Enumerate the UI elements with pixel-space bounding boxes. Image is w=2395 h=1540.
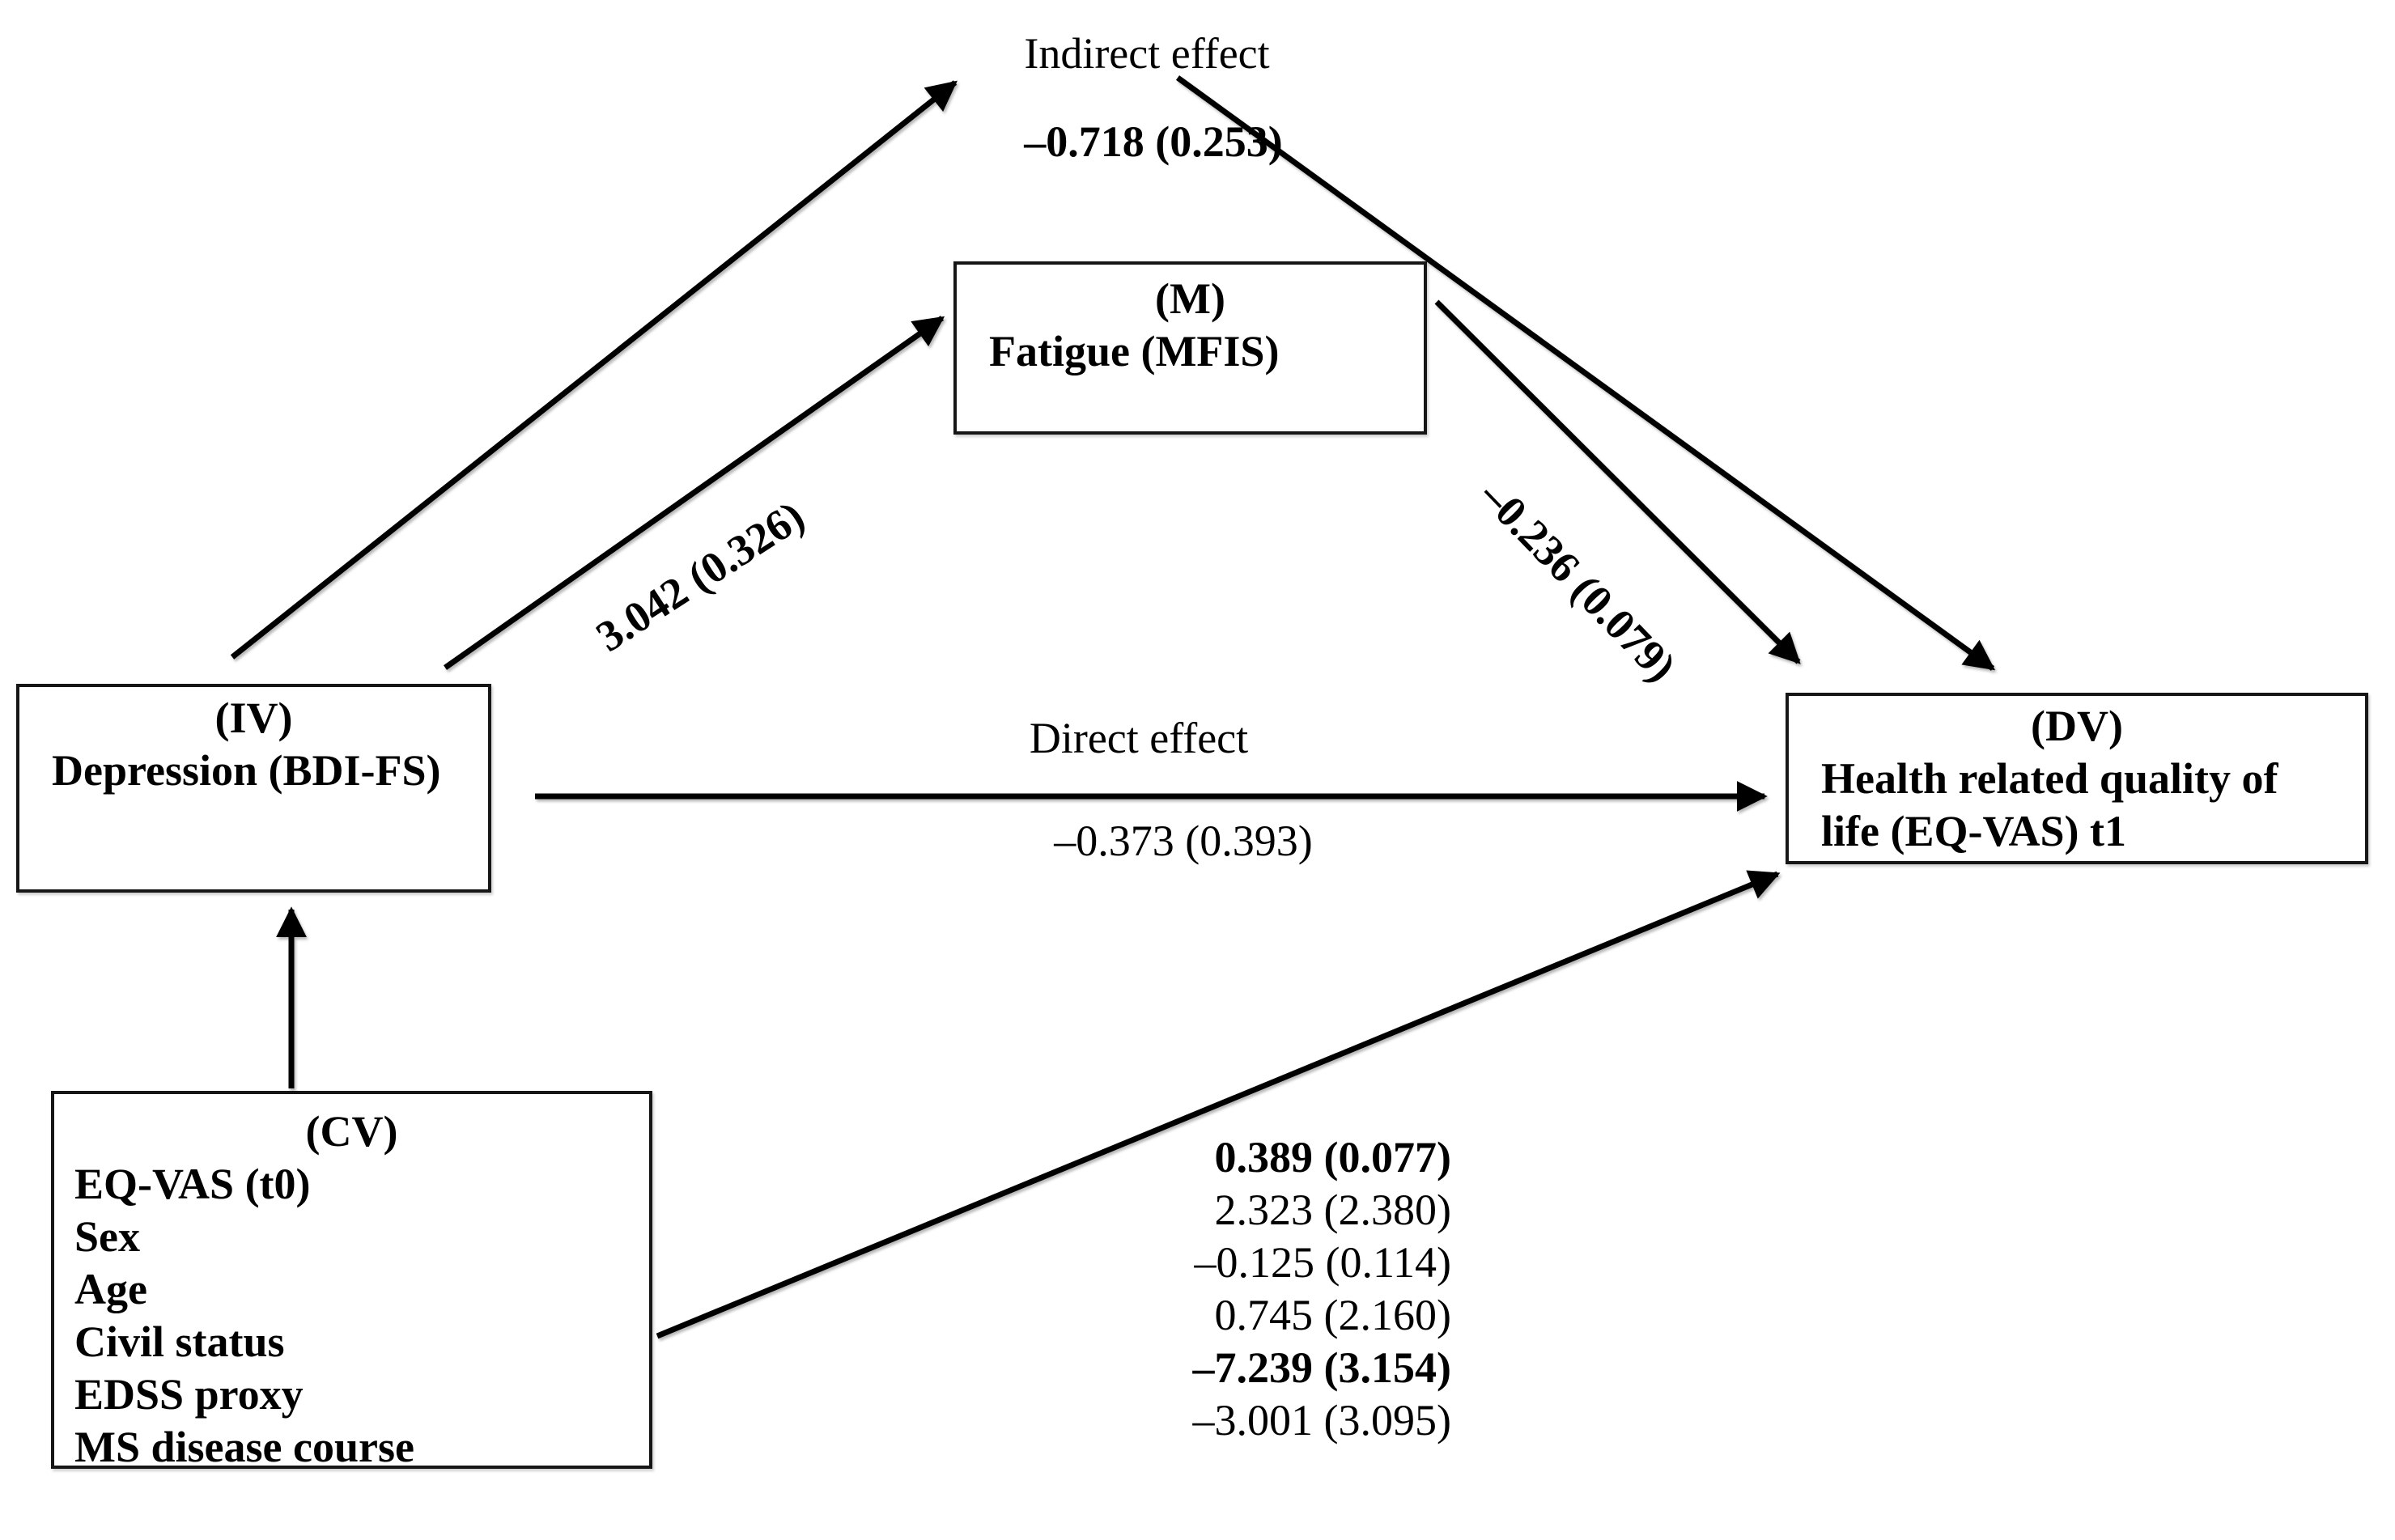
direct-effect-title: Direct effect — [1029, 714, 1249, 762]
cv-coefficient: 2.323 (2.380) — [1214, 1186, 1451, 1234]
cv-tag: (CV) — [305, 1107, 398, 1156]
mediator-box: (M) Fatigue (MFIS) — [953, 261, 1427, 435]
cv-item: Sex — [74, 1212, 140, 1261]
arrow-m-to-dv — [1434, 299, 1801, 664]
direct-effect-value: –0.373 (0.393) — [1054, 817, 1313, 865]
dv-tag: (DV) — [2031, 702, 2123, 750]
arrow-indirect-effect-to-dv — [1175, 75, 1996, 671]
arrow-iv-to-m — [443, 316, 945, 670]
cv-coefficient: 0.389 (0.077) — [1214, 1133, 1451, 1182]
cv-item: Age — [74, 1265, 147, 1313]
indirect-effect-value: –0.718 (0.253) — [1024, 117, 1283, 166]
dv-label-line2: life (EQ-VAS) t1 — [1821, 807, 2126, 855]
indirect-effect-title: Indirect effect — [1024, 29, 1270, 78]
cv-coefficient: 0.745 (2.160) — [1214, 1291, 1451, 1339]
cv-item: EQ-VAS (t0) — [74, 1160, 311, 1208]
cv-item: MS disease course — [74, 1423, 414, 1471]
dv-box: (DV) Health related quality of life (EQ-… — [1786, 693, 2368, 864]
iv-box: (IV) Depression (BDI-FS) — [16, 684, 491, 893]
cv-coefficient: –3.001 (3.095) — [1192, 1396, 1451, 1445]
dv-label-line1: Health related quality of — [1821, 754, 2278, 803]
cv-coefficient: –0.125 (0.114) — [1194, 1238, 1451, 1287]
iv-tag: (IV) — [214, 694, 293, 742]
cv-coefficient: –7.239 (3.154) — [1192, 1343, 1451, 1392]
mediator-label: Fatigue (MFIS) — [989, 327, 1280, 375]
cv-item: Civil status — [74, 1317, 285, 1366]
cv-coefficient-list: 0.389 (0.077)2.323 (2.380)–0.125 (0.114)… — [1193, 1131, 1451, 1447]
cv-item: EDSS proxy — [74, 1370, 304, 1419]
mediator-tag: (M) — [1155, 274, 1225, 323]
iv-label: Depression (BDI-FS) — [52, 746, 441, 795]
arrow-iv-to-indirect-effect — [230, 80, 958, 660]
arrow-cv-to-dv — [656, 870, 1781, 1339]
